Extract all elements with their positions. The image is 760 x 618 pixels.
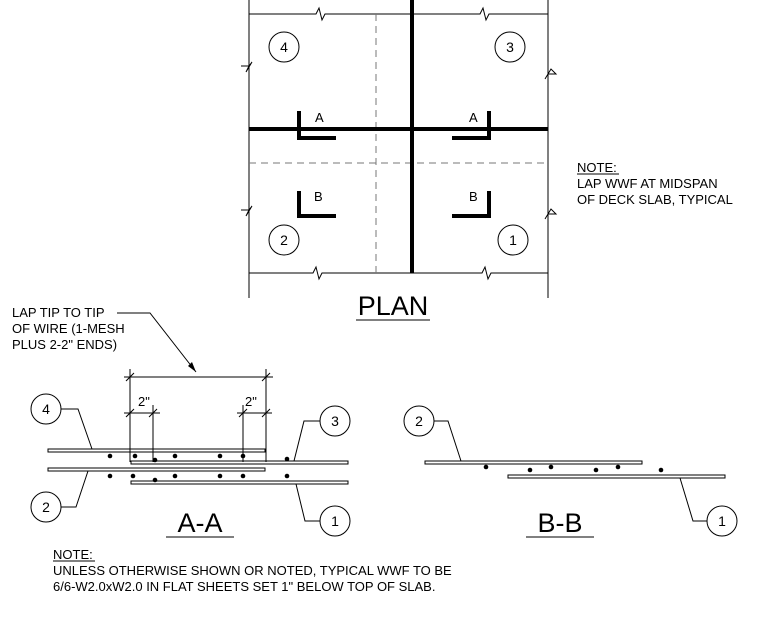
plan-bubble-2 bbox=[268, 224, 300, 256]
lap-note-arrowhead bbox=[188, 362, 196, 372]
plan-note-line1: LAP WWF AT MIDSPAN bbox=[577, 176, 718, 191]
aa-leader-3 bbox=[293, 420, 320, 462]
aa-tick-1 bbox=[125, 372, 135, 382]
plan-left-break-top bbox=[241, 61, 253, 73]
aa-bubble-3-label: 3 bbox=[331, 413, 339, 429]
aa-sheet-lower-right bbox=[130, 480, 349, 485]
plan-bubble-1 bbox=[497, 224, 529, 256]
plan-note: NOTE: LAP WWF AT MIDSPAN OF DECK SLAB, T… bbox=[577, 160, 733, 207]
lap-note: LAP TIP TO TIP OF WIRE (1-MESH PLUS 2-2"… bbox=[12, 305, 197, 373]
aa-bubble-3 bbox=[319, 405, 351, 437]
aa-leader-1 bbox=[295, 483, 320, 522]
section-label-a-left: A bbox=[315, 110, 324, 125]
section-mark-a-right bbox=[452, 111, 491, 140]
aa-leader-2 bbox=[61, 470, 89, 508]
bottom-note-heading: NOTE: bbox=[53, 547, 93, 562]
aa-title: A-A bbox=[177, 508, 222, 538]
aa-bubble-2-label: 2 bbox=[42, 499, 50, 515]
section-label-a-right: A bbox=[469, 110, 478, 125]
section-label-b-left: B bbox=[314, 189, 323, 204]
lap-note-leader bbox=[117, 312, 197, 373]
plan-bubble-1-label: 1 bbox=[509, 232, 517, 248]
aa-sheet-upper-right bbox=[130, 460, 349, 465]
section-mark-b-left bbox=[297, 191, 336, 218]
section-label-b-right: B bbox=[469, 189, 478, 204]
plan-bubble-4 bbox=[268, 31, 300, 63]
aa-bubble-4-label: 4 bbox=[42, 401, 50, 417]
aa-dim-left-label: 2" bbox=[138, 394, 150, 409]
bb-wire-dots bbox=[483, 464, 664, 473]
bb-leader-2 bbox=[434, 420, 462, 462]
plan-bubble-2-label: 2 bbox=[280, 232, 288, 248]
section-mark-b-right bbox=[452, 191, 491, 218]
bb-bubble-1-label: 1 bbox=[718, 513, 726, 529]
aa-tick-2 bbox=[261, 372, 271, 382]
bb-sheet-upper bbox=[424, 460, 643, 465]
bottom-note-line2: 6/6-W2.0xW2.0 IN FLAT SHEETS SET 1" BELO… bbox=[53, 579, 435, 594]
aa-sheet-lower-left bbox=[47, 467, 266, 472]
aa-sheet-upper-left bbox=[47, 448, 266, 453]
section-aa: 2" 2" 4 3 2 1 A-A bbox=[30, 369, 351, 538]
plan-note-heading: NOTE: bbox=[577, 160, 617, 175]
plan-bubble-3-label: 3 bbox=[506, 39, 514, 55]
bb-bubble-2 bbox=[403, 405, 435, 437]
bb-bubble-2-label: 2 bbox=[415, 413, 423, 429]
bottom-note: NOTE: UNLESS OTHERWISE SHOWN OR NOTED, T… bbox=[53, 547, 452, 594]
lap-note-line1: LAP TIP TO TIP bbox=[12, 305, 105, 320]
lap-note-line2: OF WIRE (1-MESH bbox=[12, 321, 125, 336]
aa-bubble-1 bbox=[319, 505, 351, 537]
plan-left-break-bottom bbox=[241, 205, 253, 217]
section-bb: 2 1 B-B bbox=[403, 405, 738, 538]
aa-leader-4 bbox=[61, 408, 93, 450]
aa-bubble-1-label: 1 bbox=[331, 513, 339, 529]
bb-title: B-B bbox=[537, 508, 582, 538]
lap-note-line3: PLUS 2-2" ENDS) bbox=[12, 337, 117, 352]
plan-right-break-top bbox=[544, 68, 558, 80]
aa-wire-dots bbox=[107, 453, 290, 483]
bb-bubble-1 bbox=[706, 505, 738, 537]
bb-leader-1 bbox=[679, 477, 707, 522]
aa-dim-right-label: 2" bbox=[245, 394, 257, 409]
plan-view: A A B B 4 3 2 1 PLAN bbox=[241, 0, 558, 321]
plan-note-line2: OF DECK SLAB, TYPICAL bbox=[577, 192, 733, 207]
plan-bottom-break-line bbox=[249, 265, 548, 281]
aa-bubble-2 bbox=[30, 491, 62, 523]
bottom-note-line1: UNLESS OTHERWISE SHOWN OR NOTED, TYPICAL… bbox=[53, 563, 452, 578]
bb-sheet-lower bbox=[507, 474, 726, 479]
plan-bubble-4-label: 4 bbox=[280, 39, 288, 55]
plan-title: PLAN bbox=[358, 291, 429, 321]
plan-top-break-line bbox=[249, 6, 548, 22]
plan-bubble-3 bbox=[494, 31, 526, 63]
aa-bubble-4 bbox=[30, 393, 62, 425]
plan-right-break-bottom bbox=[544, 208, 558, 220]
